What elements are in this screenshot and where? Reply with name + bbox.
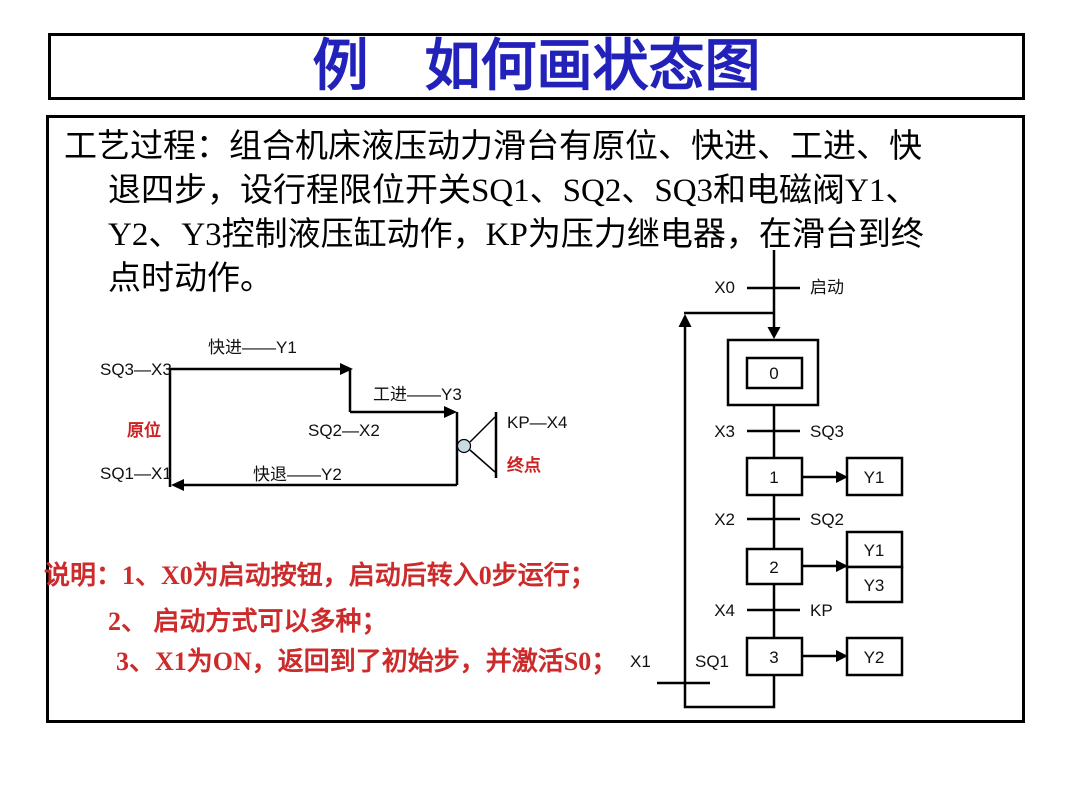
label-x0: X0 <box>714 278 735 297</box>
arrow-right-fast-forward-icon <box>340 363 353 375</box>
label-x3: X3 <box>714 422 735 441</box>
label-sq2: SQ2 <box>810 510 844 529</box>
motion-diagram: 快进——Y1 SQ3—X3 工进——Y3 SQ2—X2 原位 快退——Y2 SQ… <box>100 338 567 491</box>
label-start: 启动 <box>810 278 844 297</box>
note-line-3: 3、X1为ON，返回到了初始步，并激活S0； <box>116 647 618 676</box>
state-diagram: X0 启动 X1 SQ1 0 X3 SQ3 1 Y1 <box>630 250 904 709</box>
arrow-up-return-icon <box>678 314 692 327</box>
step0-inner-box <box>745 356 804 390</box>
label-x4: X4 <box>714 601 735 620</box>
arrow-right-action3-icon <box>836 650 848 662</box>
action-label-y2: Y2 <box>864 648 885 667</box>
return-path <box>683 324 776 709</box>
arrow-right-action2-icon <box>836 560 848 572</box>
label-x1: X1 <box>630 652 651 671</box>
label-work-forward: 工进——Y3 <box>373 385 462 404</box>
arrow-right-action1-icon <box>836 471 848 483</box>
title-box: 例 如何画状态图 <box>48 33 1025 100</box>
page-title: 例 如何画状态图 <box>312 35 761 98</box>
roller-circle-icon <box>456 438 472 454</box>
step3-label: 3 <box>769 648 778 667</box>
label-sq3: SQ3 <box>810 422 844 441</box>
arrow-left-fast-retreat-icon <box>171 479 184 491</box>
action-label-y1b: Y1 <box>864 541 885 560</box>
step2-label: 2 <box>769 558 778 577</box>
label-kp: KP <box>810 601 833 620</box>
action-box-y2 <box>845 636 904 677</box>
body-line-4: 点时动作。 <box>108 261 273 297</box>
label-sq1-x1: SQ1—X1 <box>100 464 172 483</box>
step1-label: 1 <box>769 468 778 487</box>
label-sq3-x3: SQ3—X3 <box>100 360 172 379</box>
label-fast-retreat: 快退——Y2 <box>253 465 342 484</box>
action-label-y1: Y1 <box>864 468 885 487</box>
end-stop-upper-link <box>469 416 496 443</box>
label-home-position: 原位 <box>127 420 161 440</box>
action-label-y3: Y3 <box>864 576 885 595</box>
label-fast-forward: 快进——Y1 <box>208 338 297 357</box>
step3-box <box>745 636 804 677</box>
step0-label: 0 <box>769 364 778 383</box>
note-line-1: 说明：1、X0为启动按钮，启动后转入0步运行； <box>44 561 596 590</box>
body-line-2: 退四步，设行程限位开关SQ1、SQ2、SQ3和电磁阀Y1、 <box>108 173 919 209</box>
label-kp-x4: KP—X4 <box>507 413 567 432</box>
content-box <box>46 115 1025 723</box>
action-box-y1 <box>845 456 904 497</box>
note-line-2: 2、 启动方式可以多种； <box>108 607 388 636</box>
arrow-down-into-step0-icon <box>767 327 781 339</box>
body-line-3: Y2、Y3控制液压缸动作，KP为压力继电器，在滑台到终 <box>108 217 924 253</box>
label-sq1: SQ1 <box>695 652 729 671</box>
end-stop-lower-link <box>469 449 496 473</box>
arrow-right-work-forward-icon <box>444 406 457 418</box>
label-sq2-x2: SQ2—X2 <box>308 421 380 440</box>
body-line-1: 工艺过程：组合机床液压动力滑台有原位、快进、工进、快 <box>64 129 922 165</box>
label-end-point: 终点 <box>507 455 541 475</box>
action-box-y3 <box>845 565 904 604</box>
label-x2: X2 <box>714 510 735 529</box>
